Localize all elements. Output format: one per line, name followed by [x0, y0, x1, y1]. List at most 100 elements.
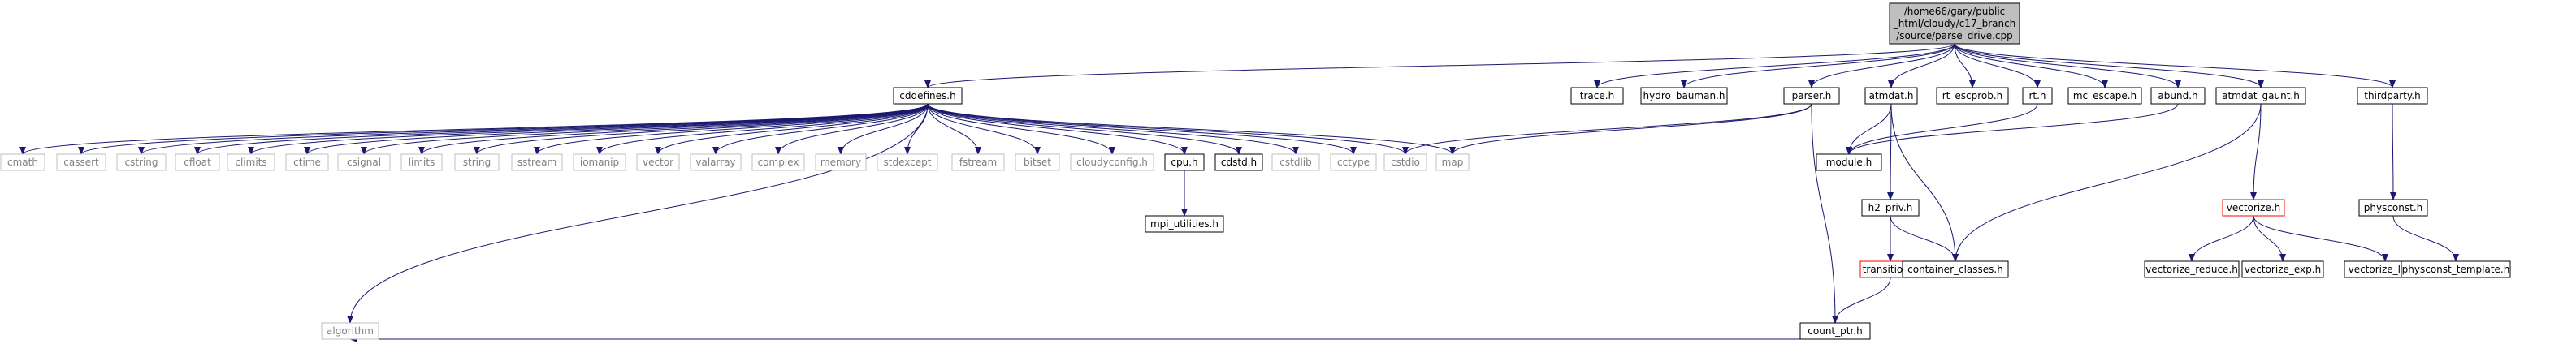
- node-label: hydro_bauman.h: [1643, 90, 1725, 101]
- edge-cddefines-to-memory: [838, 103, 929, 155]
- node-box: [573, 153, 626, 171]
- node-cpu[interactable]: cpu.h: [1164, 153, 1205, 171]
- node-box: [690, 153, 742, 171]
- edge-root-to-mc_escape: [1954, 43, 2108, 88]
- node-label: valarray: [695, 157, 735, 168]
- node-box: [400, 153, 443, 171]
- edge-parser-to-count_ptr: [1811, 103, 1838, 324]
- edge-cddefines-to-ctime: [304, 103, 929, 155]
- node-cstdio: cstdio: [1383, 153, 1427, 171]
- node-physconst_template[interactable]: physconst_template.h: [2401, 260, 2511, 278]
- node-label: mpi_utilities.h: [1150, 218, 1219, 230]
- edge-cddefines-to-bitset: [927, 103, 1041, 155]
- node-box: [56, 153, 106, 171]
- node-cloudyconfig: cloudyconfig.h: [1070, 153, 1154, 171]
- node-label: iomanip: [580, 157, 619, 168]
- edge-vectorize-to-vectorize_reduce: [2189, 215, 2254, 262]
- edge-root-to-abund: [1954, 43, 2181, 88]
- node-box: [1799, 322, 1871, 340]
- node-parser[interactable]: parser.h: [1783, 87, 1840, 105]
- node-box: [815, 153, 867, 171]
- node-label: cfloat: [184, 157, 211, 168]
- node-label: ctime: [293, 157, 321, 168]
- node-vectorize_reduce[interactable]: vectorize_reduce.h: [2144, 260, 2240, 278]
- edge-cddefines-to-valarray: [712, 103, 929, 155]
- node-label: atmdat.h: [1869, 90, 1914, 101]
- node-h2_priv[interactable]: h2_priv.h: [1861, 199, 1920, 217]
- edge-cddefines-to-limits: [418, 103, 929, 155]
- node-atmdat[interactable]: atmdat.h: [1864, 87, 1918, 105]
- node-label: complex: [758, 157, 799, 168]
- node-valarray: valarray: [690, 153, 742, 171]
- node-box: [1783, 87, 1840, 105]
- node-atmdat_gaunt[interactable]: atmdat_gaunt.h: [2215, 87, 2306, 105]
- node-cdstd[interactable]: cdstd.h: [1214, 153, 1263, 171]
- node-box: [893, 87, 963, 105]
- node-label: rt_escprob.h: [1942, 90, 2003, 101]
- node-fstream: fstream: [951, 153, 1005, 171]
- node-box: [2358, 199, 2428, 217]
- node-mc_escape[interactable]: mc_escape.h: [2067, 87, 2142, 105]
- node-box: [1070, 153, 1154, 171]
- edge-thirdparty-to-physconst: [2389, 103, 2396, 200]
- node-label: module.h: [1826, 157, 1872, 168]
- edge-parser-to-cstdio: [1402, 103, 1812, 155]
- node-label: algorithm: [327, 325, 374, 337]
- node-thirdparty[interactable]: thirdparty.h: [2357, 87, 2428, 105]
- node-hydro_bauman[interactable]: hydro_bauman.h: [1640, 87, 1728, 105]
- edge-root-to-rt: [1954, 43, 2041, 88]
- node-label: count_ptr.h: [1808, 325, 1862, 337]
- node-box: [636, 153, 680, 171]
- edge-cddefines-to-climits: [248, 103, 929, 155]
- node-mpi_utilities[interactable]: mpi_utilities.h: [1145, 215, 1224, 233]
- node-vectorize_exp[interactable]: vectorize_exp.h: [2241, 260, 2324, 278]
- edge-abund-to-module: [1846, 103, 2179, 155]
- edge-root-to-thirdparty: [1954, 43, 2396, 88]
- node-physconst[interactable]: physconst.h: [2358, 199, 2428, 217]
- node-box: [1330, 153, 1377, 171]
- node-limits: limits: [400, 153, 443, 171]
- node-cassert: cassert: [56, 153, 106, 171]
- node-label: rt.h: [2028, 90, 2046, 101]
- node-cddefines[interactable]: cddefines.h: [893, 87, 963, 105]
- node-box: [951, 153, 1005, 171]
- node-box: [2150, 87, 2206, 105]
- edge-cddefines-to-cstdlib: [927, 103, 1299, 155]
- node-map: map: [1435, 153, 1470, 171]
- edge-root-to-atmdat_gaunt: [1954, 43, 2264, 88]
- node-cstdlib: cstdlib: [1271, 153, 1320, 171]
- edge-atmdat_gaunt-to-container_classes: [1952, 103, 2262, 262]
- node-trace[interactable]: trace.h: [1570, 87, 1624, 105]
- node-rt_escprob[interactable]: rt_escprob.h: [1936, 87, 2009, 105]
- node-label: cpu.h: [1171, 157, 1197, 168]
- node-box: [1164, 153, 1205, 171]
- edge-vectorize-to-vectorize_exp: [2253, 215, 2286, 262]
- node-count_ptr[interactable]: count_ptr.h: [1799, 322, 1871, 340]
- node-box: [0, 153, 45, 171]
- node-box: [321, 322, 379, 340]
- node-label: physconst.h: [2364, 202, 2423, 213]
- node-box: [285, 153, 329, 171]
- node-label: cassert: [63, 157, 99, 168]
- edge-transition-to-count_ptr: [1832, 277, 1891, 324]
- node-rt[interactable]: rt.h: [2022, 87, 2053, 105]
- node-label: csignal: [347, 157, 381, 168]
- node-vectorize[interactable]: vectorize.h: [2222, 199, 2285, 217]
- node-label: cstdio: [1391, 157, 1420, 168]
- node-abund[interactable]: abund.h: [2150, 87, 2206, 105]
- node-box: [1015, 153, 1060, 171]
- node-box: [2022, 87, 2053, 105]
- edge-cddefines-to-cctype: [927, 103, 1357, 155]
- node-box: [1145, 215, 1224, 233]
- node-container_classes[interactable]: container_classes.h: [1902, 260, 2009, 278]
- node-root[interactable]: /home66/gary/public_html/cloudy/c17_bran…: [1889, 2, 2020, 45]
- node-box: [2401, 260, 2511, 278]
- edge-root-to-cddefines: [924, 43, 1955, 88]
- node-module[interactable]: module.h: [1816, 153, 1882, 171]
- node-label: cstring: [124, 157, 158, 168]
- node-label: map: [1442, 157, 1464, 168]
- edge-cddefines-to-cstdio: [927, 103, 1409, 155]
- node-box: [116, 153, 167, 171]
- node-label: cstdlib: [1279, 157, 1311, 168]
- node-label: physconst_template.h: [2402, 264, 2510, 275]
